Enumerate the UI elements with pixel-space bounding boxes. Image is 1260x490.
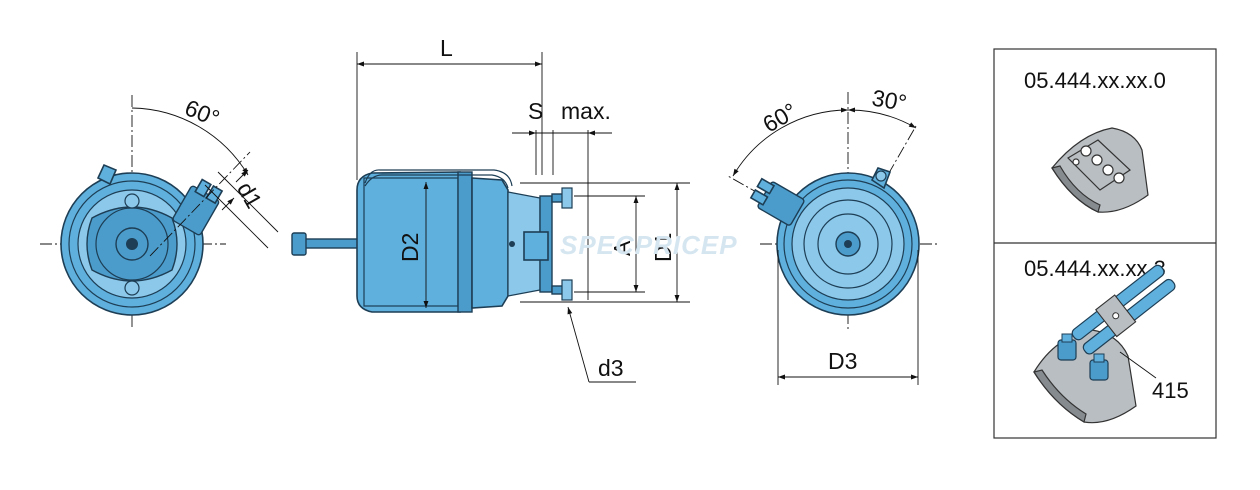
dim-max-label: max.: [561, 98, 611, 124]
watermark: SPECPRICEP: [560, 230, 738, 260]
variant-panel: 05.444.xx.xx.0 05.444.xx.xx.3: [993, 48, 1217, 439]
variant-0-fitting: [1051, 127, 1149, 213]
angle-30-label: 30°: [870, 84, 909, 116]
dim-A-label: A: [609, 240, 635, 256]
left-front-view: 60° d1: [40, 94, 279, 330]
dim-D3-label: D3: [828, 348, 857, 374]
side-view: L S max. D2 A: [291, 35, 738, 383]
dim-S-label: S: [528, 98, 543, 124]
variant-code-0: 05.444.xx.xx.0: [1024, 68, 1166, 93]
angle-60-label: 60°: [181, 94, 223, 131]
dim-d3-label: d3: [598, 355, 624, 381]
dim-D2-label: D2: [397, 233, 423, 262]
right-front-view: 60° 30° D3: [727, 84, 938, 385]
angle-60-right-label: 60°: [758, 98, 801, 138]
dim-L-label: L: [440, 35, 453, 61]
variant-3-fitting: 415: [1033, 264, 1189, 424]
callout-415: 415: [1152, 378, 1189, 403]
dim-D1-label: D1: [650, 233, 676, 262]
d1-label: d1: [232, 177, 267, 212]
